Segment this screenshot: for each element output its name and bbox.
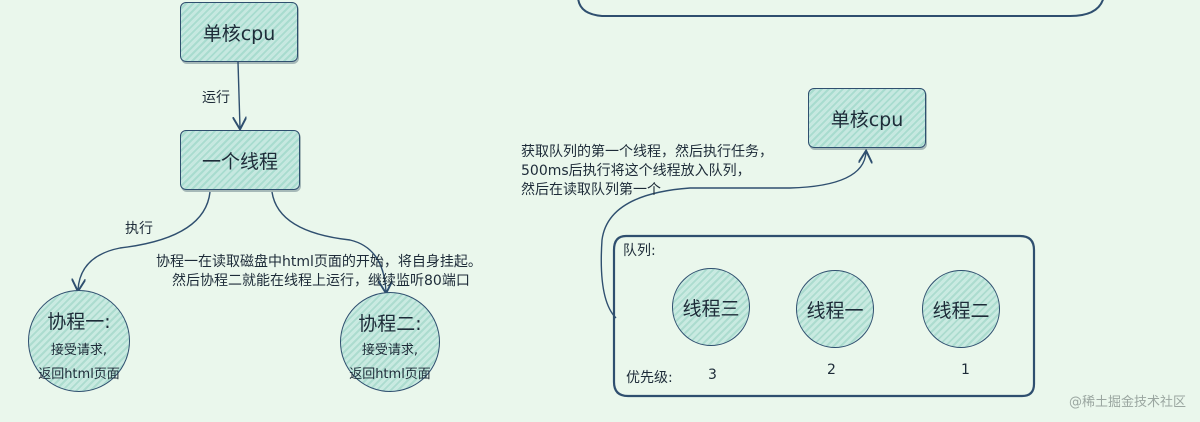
coroutine2-line2: 返回html页面 [349, 367, 431, 382]
thread1-circle: 线程一 [796, 270, 874, 348]
queue-container [612, 234, 1036, 398]
arrow-exec-coroutine1 [78, 191, 211, 290]
cpu-label-right: 单核cpu [830, 108, 904, 131]
coroutine-note-line1: 协程一在读取磁盘中html页面的开始，将自身挂起。 [156, 254, 482, 270]
coroutine2-title: 协程二: [358, 313, 422, 335]
queue-note-line3: 然后在读取队列第一个 [521, 182, 661, 198]
thread2-label: 线程二 [932, 299, 990, 322]
coroutine1-circle: 协程一: 接受请求, 返回html页面 [28, 290, 130, 392]
run-label: 运行 [202, 90, 230, 106]
priority-value-thread2: 1 [961, 362, 970, 378]
priority-value-thread3: 3 [708, 367, 717, 383]
watermark: @稀土掘金技术社区 [1068, 395, 1186, 410]
partial-box-top-right [577, 0, 1104, 17]
queue-note-line2: 500ms后执行将这个线程放入队列， [521, 163, 751, 179]
cpu-box-left: 单核cpu [180, 2, 298, 62]
thread2-circle: 线程二 [922, 270, 1000, 348]
thread1-label: 线程一 [806, 299, 864, 322]
coroutine1-line2: 返回html页面 [38, 367, 120, 382]
thread-label: 一个线程 [201, 150, 278, 173]
coroutine-note-line2: 然后协程二就能在线程上运行，继续监听80端口 [172, 273, 470, 289]
queue-label: 队列: [623, 243, 656, 259]
thread3-circle: 线程三 [672, 268, 750, 346]
coroutine2-circle: 协程二: 接受请求, 返回html页面 [340, 292, 440, 392]
cpu-label-left: 单核cpu [202, 22, 276, 45]
arrow-queue-to-cpu [600, 152, 866, 319]
priority-label: 优先级: [626, 370, 673, 386]
priority-value-thread1: 2 [827, 362, 836, 378]
coroutine2-line1: 接受请求, [361, 343, 419, 358]
arrow-run [238, 61, 240, 128]
coroutine1-line1: 接受请求, [50, 343, 108, 358]
arrow-coroutine2 [271, 191, 386, 292]
thread3-label: 线程三 [682, 297, 740, 320]
thread-box: 一个线程 [180, 130, 300, 190]
queue-note-line1: 获取队列的第一个线程，然后执行任务， [521, 144, 773, 160]
coroutine1-title: 协程一: [47, 311, 111, 333]
cpu-box-right: 单核cpu [808, 88, 926, 148]
exec-label: 执行 [125, 221, 153, 237]
